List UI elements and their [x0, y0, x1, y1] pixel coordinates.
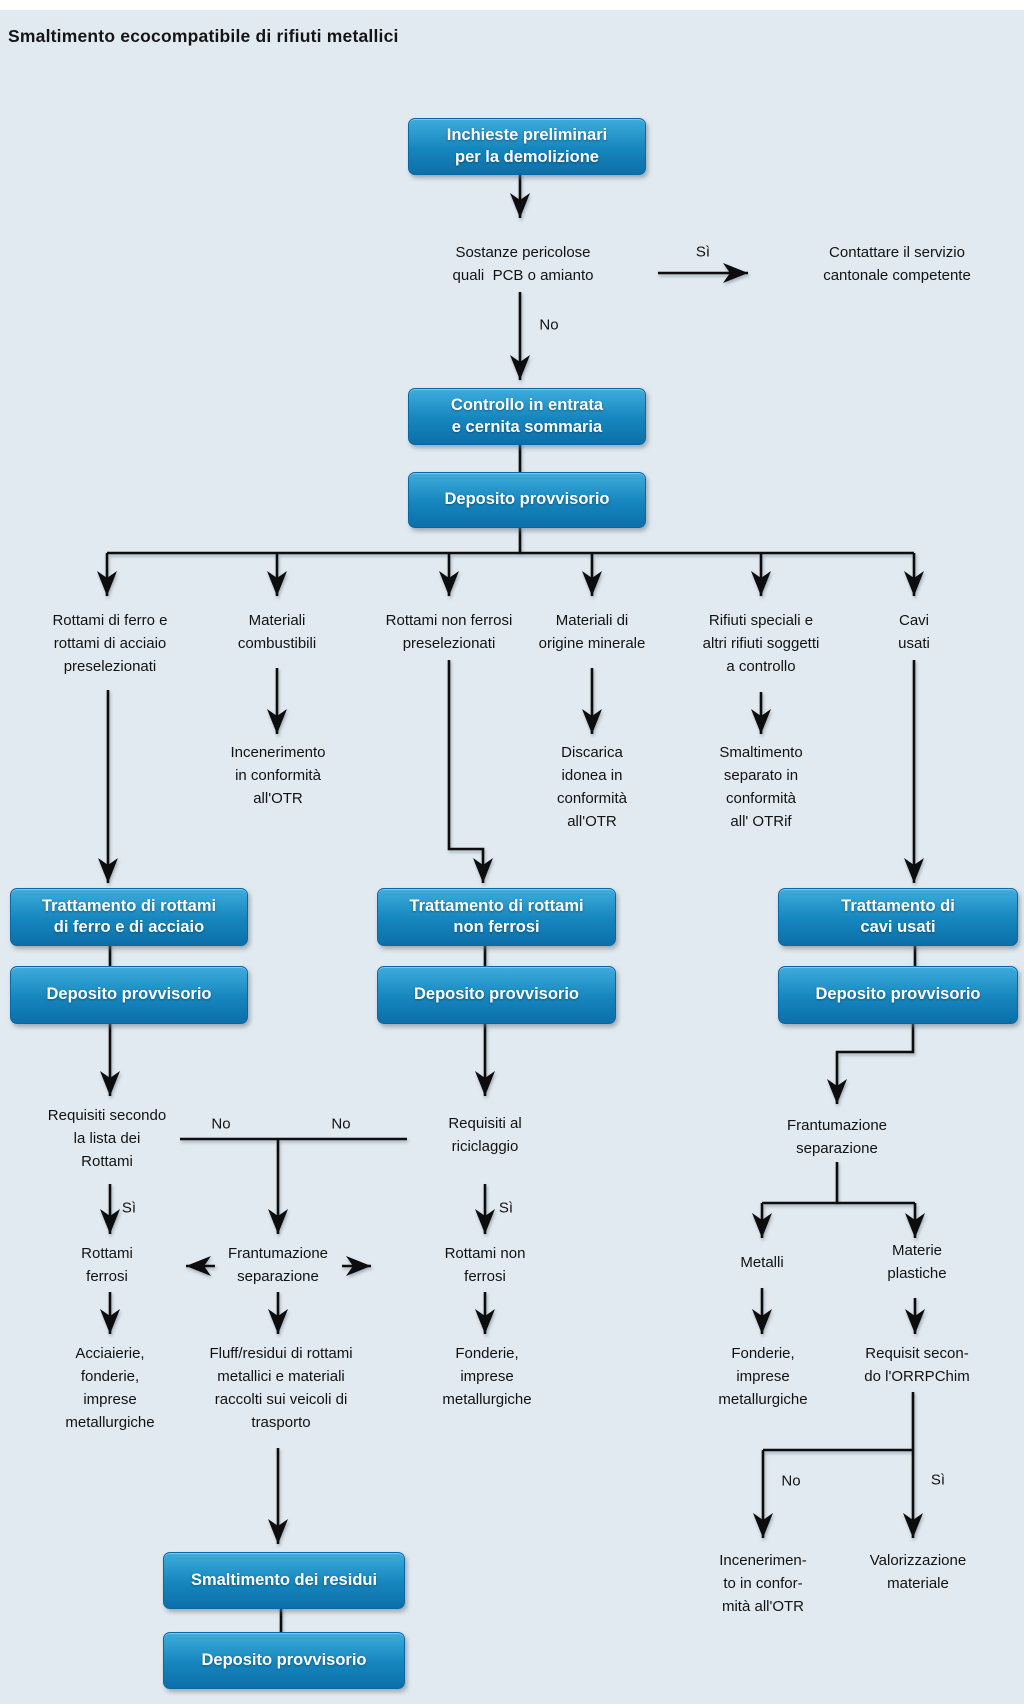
branch-materiali-minerale: Materiali di origine minerale: [538, 612, 646, 652]
node-fonderie-cavi: Fonderie, imprese metallurgiche: [718, 1345, 808, 1408]
branch-rifiuti-speciali: Rifiuti speciali e altri rifiuti soggett…: [702, 612, 820, 675]
edge-label-si-ferrosi: Sì: [121, 1199, 137, 1217]
branch-rottami-ferro: Rottami di ferro e rottami di acciaio pr…: [52, 612, 168, 675]
edge-label-no-left-1: No: [211, 1115, 231, 1133]
node-fonderie-mid: Fonderie, imprese metallurgiche: [442, 1345, 532, 1408]
edge: [827, 1023, 915, 1104]
node-smaltimento-residui: Smaltimento dei residui: [163, 1552, 405, 1609]
node-frantumazione-mid: Frantumazione separazione: [227, 1245, 329, 1285]
edge-label-si-top: Sì: [695, 243, 711, 261]
node-deposito-provvisorio-ferro: Deposito provvisorio: [10, 966, 248, 1024]
edge-label-no-orrpchim: No: [781, 1472, 801, 1490]
node-inchieste-preliminari: Inchieste preliminari per la demolizione: [408, 118, 646, 175]
node-requisit-orrpchim: Requisit secon- do l'ORRPChim: [864, 1345, 970, 1385]
node-valorizzazione-materiale: Valorizzazione materiale: [869, 1552, 967, 1592]
node-acciaierie-fonderie: Acciaierie, fonderie, imprese metallurgi…: [65, 1345, 155, 1431]
node-incenerimento-bottom: Incenerimen- to in confor- mità all'OTR: [719, 1552, 807, 1615]
node-deposito-provvisorio-top: Deposito provvisorio: [408, 472, 646, 528]
node-controllo-entrata: Controllo in entrata e cernita sommaria: [408, 388, 646, 445]
edge-label-si-orrpchim: Sì: [930, 1471, 946, 1489]
node-requisiti-lista-rottami: Requisiti secondo la lista dei Rottami: [47, 1107, 167, 1170]
node-requisiti-riciclaggio: Requisiti al riciclaggio: [448, 1115, 522, 1155]
node-incenerimento-otr: Incenerimento in conformità all'OTR: [230, 744, 326, 807]
node-trattamento-cavi-usati: Trattamento di cavi usati: [778, 888, 1018, 946]
node-frantumazione-cavi: Frantumazione separazione: [786, 1117, 888, 1157]
node-fluff-residui: Fluff/residui di rottami metallici e mat…: [209, 1345, 353, 1431]
edge-label-no-left-2: No: [331, 1115, 351, 1133]
node-deposito-provvisorio-cavi: Deposito provvisorio: [778, 966, 1018, 1024]
page-top-margin: [0, 0, 1024, 10]
node-deposito-provvisorio-residui: Deposito provvisorio: [163, 1632, 405, 1689]
node-materie-plastiche: Materie plastiche: [887, 1242, 947, 1282]
node-sostanze-pericolose: Sostanze pericolose quali PCB o amianto: [452, 244, 594, 284]
edge: [447, 660, 493, 883]
branch-rottami-non-ferrosi: Rottami non ferrosi preselezionati: [385, 612, 513, 652]
node-rottami-non-ferrosi: Rottami non ferrosi: [444, 1245, 526, 1285]
node-trattamento-non-ferrosi: Trattamento di rottami non ferrosi: [377, 888, 616, 946]
node-contattare-servizio: Contattare il servizio cantonale compete…: [823, 244, 971, 284]
node-deposito-provvisorio-non-ferrosi: Deposito provvisorio: [377, 966, 616, 1024]
edge-label-si-riciclaggio: Sì: [498, 1199, 514, 1217]
node-smaltimento-separato: Smaltimento separato in conformità all' …: [719, 744, 803, 830]
branch-materiali-combustibili: Materiali combustibili: [237, 612, 317, 652]
node-metalli: Metalli: [740, 1254, 784, 1271]
branch-cavi-usati: Cavi usati: [898, 612, 930, 652]
edge-label-no-top: No: [539, 316, 559, 334]
page-title: Smaltimento ecocompatibile di rifiuti me…: [8, 26, 399, 46]
node-rottami-ferrosi: Rottami ferrosi: [81, 1245, 133, 1285]
node-discarica-idonea: Discarica idonea in conformità all'OTR: [556, 744, 628, 830]
node-trattamento-ferro-acciaio: Trattamento di rottami di ferro e di acc…: [10, 888, 248, 946]
